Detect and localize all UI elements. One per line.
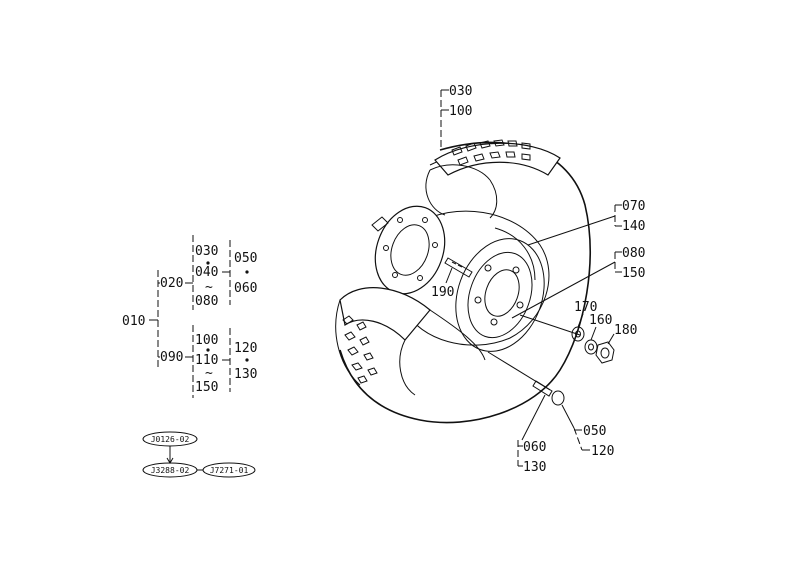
tree-b-item-1: 100 bbox=[195, 333, 218, 348]
callout-170: 170 bbox=[574, 300, 597, 315]
tree-a-item-5: 060 bbox=[234, 281, 257, 296]
nut-assembly bbox=[519, 314, 615, 364]
callouts: 030 100 070 140 080 150 190 170 160 180 … bbox=[431, 84, 645, 475]
tree-group-b-label: 090 bbox=[160, 350, 183, 365]
tree-a-tilde: ~ bbox=[205, 280, 213, 295]
callout-060: 060 bbox=[523, 440, 546, 455]
ref-right: J7271-01 bbox=[210, 466, 249, 475]
callout-180: 180 bbox=[614, 323, 637, 338]
callout-160: 160 bbox=[589, 313, 612, 328]
tree-b-tilde: ~ bbox=[205, 366, 213, 381]
tree-b-item-5: 130 bbox=[234, 367, 257, 382]
ref-top: J0126-02 bbox=[151, 435, 190, 444]
tree-group-a-label: 020 bbox=[160, 276, 183, 291]
tread-top bbox=[451, 139, 531, 166]
callout-080: 080 bbox=[622, 246, 645, 261]
tree-a-item-3: 080 bbox=[195, 294, 218, 309]
callout-130: 130 bbox=[523, 460, 546, 475]
callout-190: 190 bbox=[431, 285, 454, 300]
tree-b-item-4: 120 bbox=[234, 341, 257, 356]
bolt-190 bbox=[444, 257, 473, 278]
wheel-assembly bbox=[335, 139, 615, 424]
callout-030: 030 bbox=[449, 84, 472, 99]
parts-tree: 010 020 030 040 ~ 080 050 060 090 100 11… bbox=[122, 235, 257, 398]
callout-050: 050 bbox=[583, 424, 606, 439]
tree-b-item-2: 110 bbox=[195, 353, 218, 368]
callout-150: 150 bbox=[622, 266, 645, 281]
tree-a-item-2: 040 bbox=[195, 265, 218, 280]
tree-a-item-1: 030 bbox=[195, 244, 218, 259]
callout-070: 070 bbox=[622, 199, 645, 214]
valve-stem bbox=[487, 351, 565, 406]
callout-100: 100 bbox=[449, 104, 472, 119]
ref-left: J3288-02 bbox=[151, 466, 190, 475]
reference-ovals: J0126-02 J3288-02 J7271-01 bbox=[142, 431, 256, 478]
tree-root-label: 010 bbox=[122, 314, 145, 329]
callout-120: 120 bbox=[591, 444, 614, 459]
callout-140: 140 bbox=[622, 219, 645, 234]
tree-b-item-3: 150 bbox=[195, 380, 218, 395]
hub-plate bbox=[371, 205, 446, 295]
tread-bottom bbox=[342, 315, 378, 384]
tree-a-item-4: 050 bbox=[234, 251, 257, 266]
